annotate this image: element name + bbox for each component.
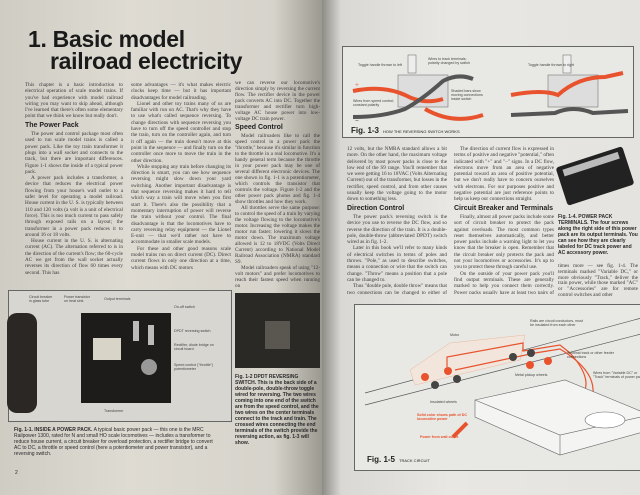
heading-direction-control: Direction Control (347, 204, 405, 212)
left-column-3-stack: we can reverse our locomotive's directio… (235, 80, 320, 446)
label-speed-control: Speed control ("throttle") potentiometer (174, 363, 214, 371)
paragraph: A power pack includes a transformer, a d… (25, 175, 123, 238)
intro-paragraph: This chapter is a basic introduction to … (25, 82, 123, 120)
figure-1-2-caption: Fig. 1-2 DPDT REVERSING SWITCH. This is … (235, 374, 319, 446)
right-column-3: times more — see fig. 1-4. The terminals… (558, 263, 638, 299)
paragraph: Finally, almost all power packs include … (454, 213, 554, 271)
reversing-switch-diagram (352, 54, 629, 121)
paragraph: For these and other good reasons scale m… (131, 245, 231, 271)
heading-speed-control: Speed Control (235, 124, 283, 131)
label-terminal-track: Terminal track or other feeder connectio… (567, 351, 614, 359)
paragraph: we can reverse our locomotive's directio… (235, 80, 320, 122)
label-toggle-right: Toggle handle thrown to right (528, 63, 575, 67)
paragraph: The direction of current flow is express… (454, 146, 554, 203)
label-wires-from-speed-control: Wires from speed control; constant polar… (353, 99, 394, 107)
label-insulated-wheels: Insulated wheels (430, 400, 457, 404)
paragraph: Thus "double pole, double throw" means t… (347, 283, 447, 296)
right-column-1: 12 volts, but the NMRA standard allows a… (347, 146, 447, 296)
paragraph: On the outside of your power pack you'll… (454, 270, 554, 294)
minus-sign: − (355, 117, 359, 125)
label-dpdt-switch: DPDT reversing switch (174, 329, 211, 333)
label-output-terminals: Output terminals (104, 297, 131, 301)
paragraph: Model railroaders speak of using "12-vol… (235, 265, 320, 289)
paragraph: The power and control package most often… (25, 131, 123, 175)
label-motor: Motor (450, 333, 460, 337)
label-wires-to-track: Wires to track terminals; polarity chang… (428, 57, 471, 65)
left-column-1: This chapter is a basic introduction to … (25, 82, 123, 276)
left-column-2: some advantages — it's what makes electr… (131, 82, 231, 277)
figure-1-4-caption: Fig. 1-4. POWER PACK TERMINALS. The four… (558, 214, 638, 256)
figure-1-4-photo (555, 146, 635, 206)
label-shaded-bars: Shaded bars show moving connections insi… (451, 89, 483, 101)
label-power-path: Solid color shows path of DC locomotive … (417, 413, 467, 421)
label-rectifier: Rectifier, diode bridge on circuit board (174, 343, 214, 351)
label-toggle-left: Toggle handle thrown to left (358, 63, 402, 67)
label-transformer: Transformer (104, 409, 124, 413)
paragraph: 12 volts, but the NMRA standard allows a… (347, 146, 447, 203)
right-column-2: The direction of current flow is express… (454, 146, 554, 294)
label-metal-wheels: Metal pickup wheels (515, 373, 548, 377)
label-on-off-switch: On-off switch (174, 305, 195, 309)
track-circuit-diagram (364, 317, 640, 456)
label-power-transistor: Power transistor on heat sink (64, 295, 90, 303)
label-wall-outlet: Power from wall outlet (420, 435, 459, 439)
paragraph: The power pack's reversing switch is the… (347, 213, 447, 246)
paragraph: Model railroaders like to call the speed… (235, 133, 320, 205)
paragraph: Lionel and other toy trains many of us a… (131, 100, 231, 164)
power-pack-interior-photo (81, 313, 171, 403)
paragraph: House current in the U. S. is alternatin… (25, 238, 123, 276)
plus-sign: + (355, 81, 359, 89)
paragraph: Later in this book we'll refer to many k… (347, 245, 447, 283)
power-cord-photo (7, 313, 37, 413)
right-page: Toggle handle thrown to left Wires to tr… (322, 0, 640, 495)
paragraph: times more — see fig. 1-4. The terminals… (558, 263, 638, 298)
heading-power-pack: The Power Pack (25, 121, 79, 129)
label-wires-from-pack: Wires from "Variable DC" or "Track" term… (593, 371, 640, 379)
heading-circuit-breaker: Circuit Breaker and Terminals (454, 204, 554, 212)
label-rails: Rails are circuit conductors, must be in… (530, 319, 583, 327)
paragraph: All throttles serve the same purpose: to… (235, 205, 320, 265)
figure-1-5: Motor Rails are circuit conductors, must… (354, 304, 640, 471)
figure-1-1: Circuit breaker in glass tube Power tran… (7, 290, 232, 422)
figure-1-2-photo (235, 293, 320, 368)
left-column-3: we can reverse our locomotive's directio… (235, 80, 320, 289)
label-circuit-breaker: Circuit breaker in glass tube (29, 295, 53, 303)
figure-1-1-caption: Fig. 1-1. INSIDE A POWER PACK. A typical… (14, 427, 213, 457)
paragraph: some advantages — it's what makes electr… (131, 82, 231, 101)
paragraph: While stopping any train before changing… (131, 163, 231, 246)
page-number: 2 (15, 470, 18, 476)
figure-1-3: Toggle handle thrown to left Wires to tr… (342, 46, 634, 138)
